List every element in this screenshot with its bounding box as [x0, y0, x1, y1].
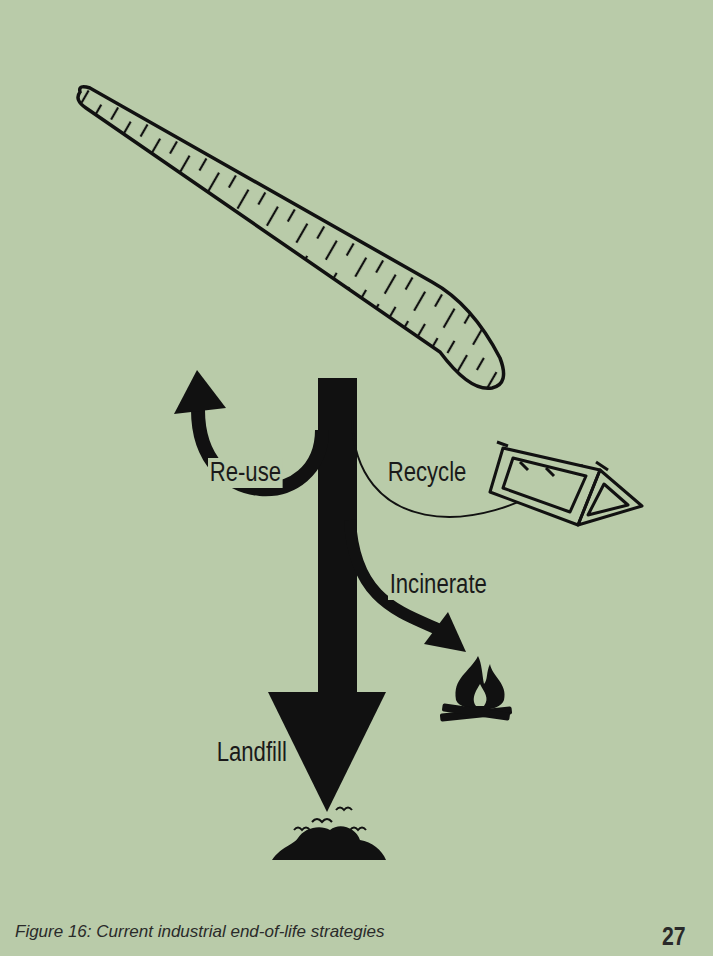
bicycle-frame-icon [490, 442, 642, 525]
fire-icon [440, 656, 512, 722]
landfill-label: Landfill [215, 738, 288, 768]
incinerate-label: Incinerate [388, 570, 489, 600]
flow-arrows [174, 370, 583, 812]
page-number: 27 [662, 922, 686, 951]
landfill-icon [272, 808, 386, 861]
figure-caption: Figure 16: Current industrial end-of-lif… [15, 922, 384, 942]
turbine-blade [60, 70, 530, 410]
reuse-label: Re-use [208, 458, 283, 488]
recycle-label: Recycle [386, 458, 468, 488]
